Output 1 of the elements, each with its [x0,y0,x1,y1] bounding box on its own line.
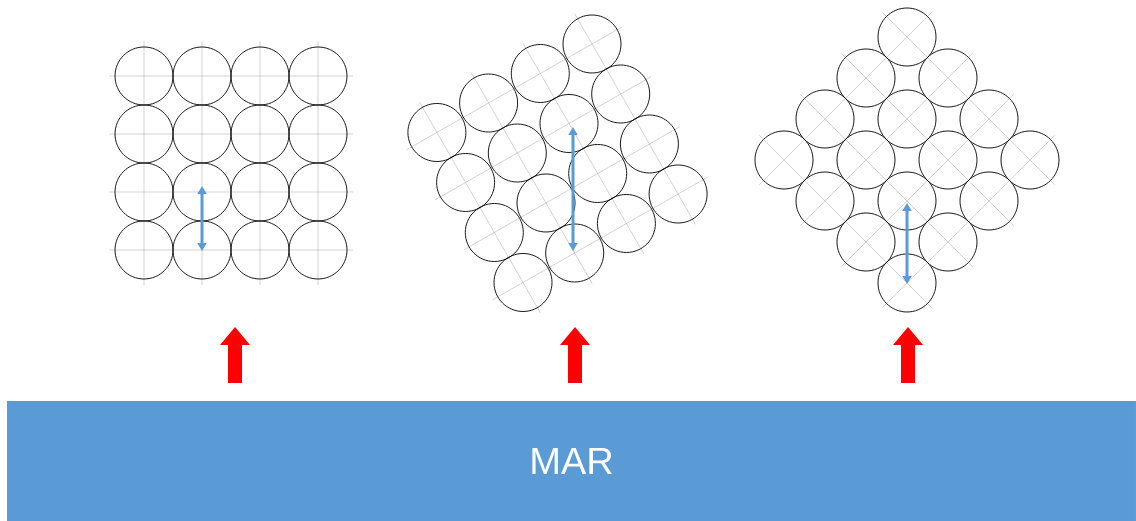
sea-band: MAR [7,401,1136,521]
